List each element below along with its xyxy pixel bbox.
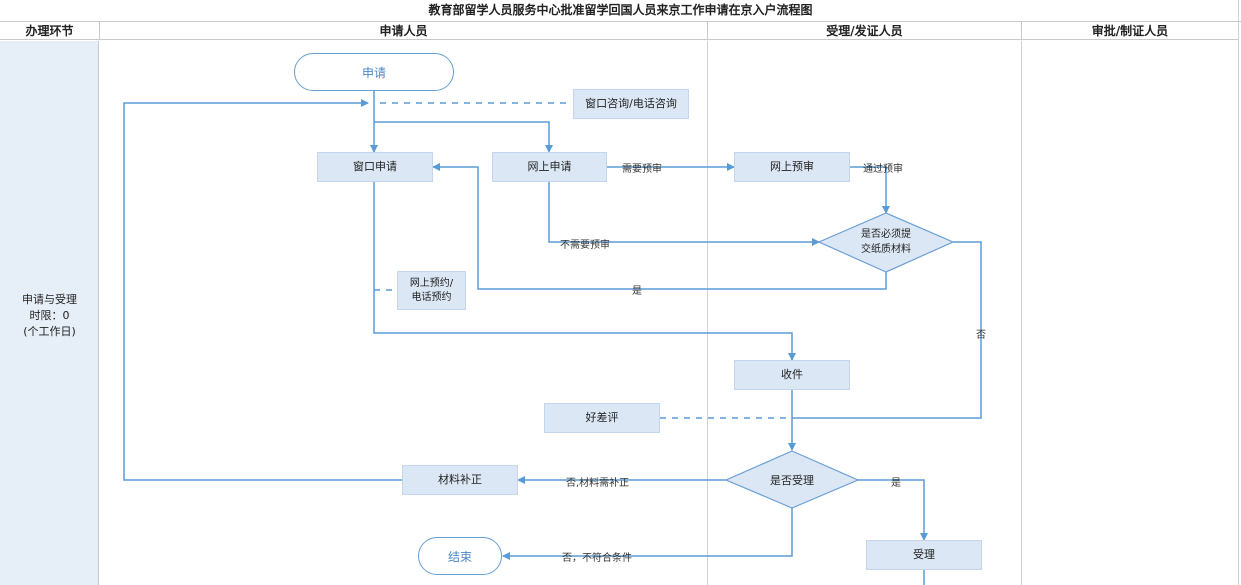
paper-required-label: 是否必须提 交纸质材料 (836, 227, 936, 257)
receive-node: 收件 (734, 360, 850, 390)
online-precheck-node: 网上预审 (734, 152, 850, 182)
stage-column (0, 41, 99, 585)
supplement-node: 材料补正 (402, 465, 518, 495)
edge-label-yes-accept: 是 (891, 478, 901, 489)
start-node: 申请 (294, 53, 454, 91)
booking-line2: 电话预约 (411, 291, 452, 303)
paper-required-line1: 是否必须提 (861, 229, 911, 240)
online-apply-node: 网上申请 (492, 152, 607, 182)
booking-node: 网上预约/ 电话预约 (397, 271, 466, 310)
edge-label-yes-paper: 是 (632, 286, 642, 297)
end-node: 结束 (418, 537, 502, 575)
page-title: 教育部留学人员服务中心批准留学回国人员来京工作申请在京入户流程图 (0, 0, 1241, 22)
lane-divider (707, 41, 708, 585)
lane-divider (1021, 41, 1022, 585)
header-stage: 办理环节 (0, 22, 100, 40)
edge-label-no-paper: 否 (976, 330, 986, 341)
stage-time-limit: 时限：0 (29, 309, 70, 322)
stage-name: 申请与受理 (22, 293, 77, 306)
accept-decision-diamond (724, 450, 860, 509)
paper-required-diamond (817, 212, 955, 273)
accept-node: 受理 (866, 540, 982, 570)
accept-decision-label: 是否受理 (770, 474, 814, 487)
header-applicant: 申请人员 (100, 22, 708, 40)
consult-node: 窗口咨询/电话咨询 (573, 89, 689, 119)
window-apply-node: 窗口申请 (317, 152, 433, 182)
paper-required-line2: 交纸质材料 (861, 244, 911, 255)
stage-label: 申请与受理 时限：0 (个工作日) (0, 292, 99, 340)
edge-label-supplement: 否,材料需补正 (566, 478, 630, 489)
edge-label-no-precheck: 不需要预审 (560, 240, 610, 251)
edge-label-reject: 否，不符合条件 (562, 553, 632, 564)
stage-unit: (个工作日) (23, 325, 76, 338)
lane-divider (1238, 0, 1239, 585)
edge-label-pass-precheck: 通过预审 (863, 164, 903, 175)
booking-line1: 网上预约/ (409, 277, 454, 289)
header-acceptor: 受理/发证人员 (708, 22, 1022, 40)
edge-label-need-precheck: 需要预审 (622, 164, 662, 175)
rating-node: 好差评 (544, 403, 660, 433)
